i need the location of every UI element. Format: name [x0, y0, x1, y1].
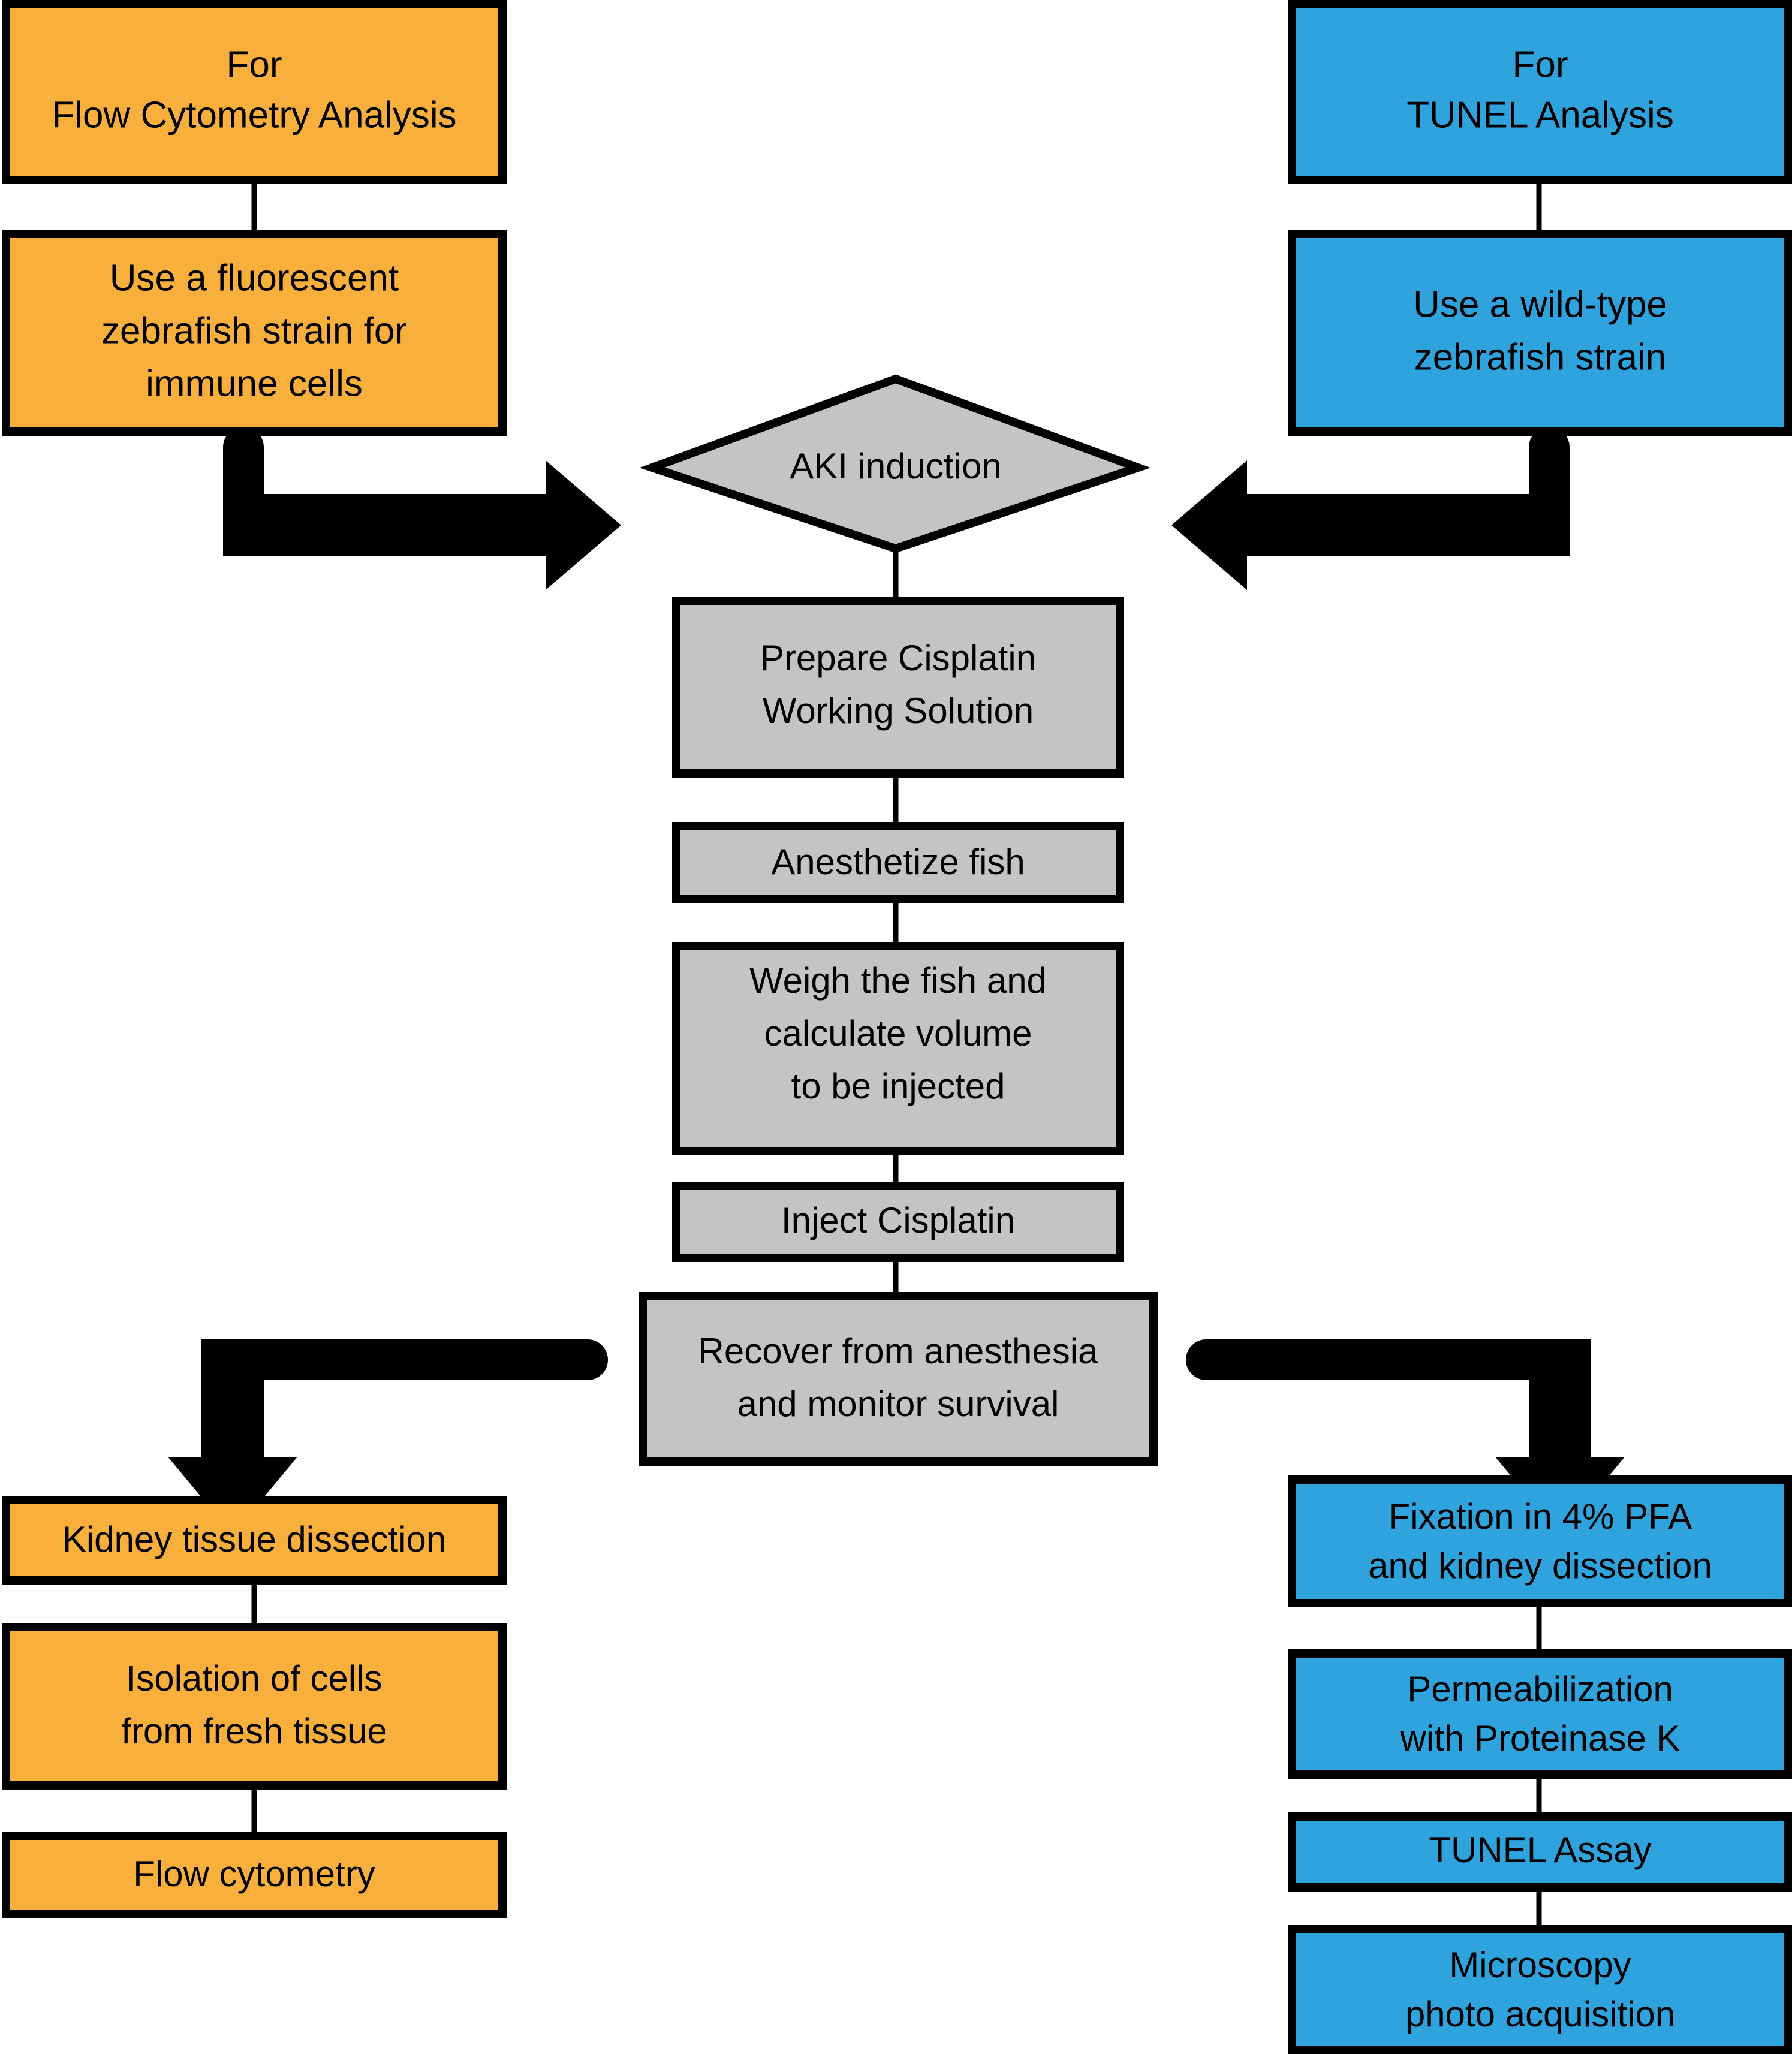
node-center-2-shape[interactable]: [672, 822, 1124, 903]
node-left-second-line-0: Use a fluorescent: [110, 257, 399, 299]
node-right-bottom-4-shape[interactable]: [1288, 1925, 1792, 2054]
arrow-to-flow-cytometry-branch: [168, 1339, 608, 1535]
node-center-4-line-0: Inject Cisplatin: [781, 1200, 1015, 1240]
node-left-second[interactable]: Use a fluorescent zebrafish strain for i…: [2, 230, 507, 436]
node-permeabilization[interactable]: Permeabilization with Proteinase K: [1288, 1649, 1792, 1779]
node-left-second-line-1: zebrafish strain for: [101, 310, 407, 351]
node-center-1-line-0: Prepare Cisplatin: [760, 638, 1036, 678]
node-center-5-line-1: and monitor survival: [737, 1384, 1059, 1424]
node-center-weigh-fish[interactable]: Weigh the fish and calculate volume to b…: [672, 942, 1124, 1155]
node-right-bottom-1-line-0: Fixation in 4% PFA: [1389, 1496, 1692, 1537]
node-microscopy-acquisition[interactable]: Microscopy photo acquisition: [1288, 1925, 1792, 2054]
node-left-bottom-1-shape[interactable]: [2, 1496, 507, 1585]
node-center-5-line-0: Recover from anesthesia: [698, 1331, 1099, 1371]
node-center-inject-cisplatin[interactable]: Inject Cisplatin: [672, 1182, 1124, 1262]
node-right-bottom-4-line-0: Microscopy: [1449, 1945, 1631, 1985]
node-left-bottom-3-line-0: Flow cytometry: [133, 1854, 375, 1894]
node-center-3-shape[interactable]: [672, 942, 1124, 1155]
node-right-second[interactable]: Use a wild-type zebrafish strain: [1288, 230, 1792, 436]
node-decision-shape[interactable]: [639, 374, 1151, 553]
node-center-anesthetize-fish[interactable]: Anesthetize fish: [672, 822, 1124, 903]
node-right-second-line-1: zebrafish strain: [1414, 336, 1666, 378]
node-center-1-line-1: Working Solution: [763, 691, 1034, 731]
node-decision-label: AKI induction: [790, 446, 1002, 486]
node-left-top-line-1: Flow Cytometry Analysis: [52, 94, 456, 135]
node-center-recover-monitor[interactable]: Recover from anesthesia and monitor surv…: [639, 1292, 1158, 1466]
node-left-bottom-2-shape[interactable]: [2, 1623, 507, 1790]
node-tunel-assay[interactable]: TUNEL Assay: [1288, 1812, 1792, 1892]
node-right-second-line-0: Use a wild-type: [1413, 284, 1667, 325]
node-center-1-shape[interactable]: [672, 597, 1124, 778]
node-left-bottom-2-line-0: Isolation of cells: [127, 1658, 383, 1698]
node-left-bottom-3-shape[interactable]: [2, 1832, 507, 1918]
node-left-top[interactable]: For Flow Cytometry Analysis: [2, 0, 507, 184]
node-left-top-line-0: For: [227, 44, 282, 85]
node-right-bottom-2-shape[interactable]: [1288, 1649, 1792, 1779]
node-right-top-line-1: TUNEL Analysis: [1407, 94, 1674, 135]
node-right-bottom-1-line-1: and kidney dissection: [1368, 1546, 1712, 1586]
node-right-bottom-2-line-0: Permeabilization: [1407, 1669, 1673, 1709]
arrow-to-tunel-branch: [1186, 1339, 1625, 1535]
node-decision-aki-induction[interactable]: AKI induction: [639, 374, 1151, 553]
node-center-3-line-0: Weigh the fish and: [749, 960, 1047, 1001]
node-right-top-shape[interactable]: [1288, 0, 1792, 184]
node-left-bottom-2-line-1: from fresh tissue: [121, 1711, 387, 1751]
arrow-left-branch-to-aki: [223, 427, 621, 590]
node-left-second-line-2: immune cells: [146, 363, 363, 404]
node-right-top-line-0: For: [1513, 44, 1568, 85]
thick-arrow-layer: [168, 427, 1625, 1535]
node-right-top[interactable]: For TUNEL Analysis: [1288, 0, 1792, 184]
node-center-5-shape[interactable]: [639, 1292, 1158, 1466]
node-left-bottom-1-line-0: Kidney tissue dissection: [62, 1519, 446, 1559]
node-left-second-shape[interactable]: [2, 230, 507, 436]
node-right-bottom-4-line-1: photo acquisition: [1405, 1994, 1675, 2034]
node-center-3-line-1: calculate volume: [764, 1013, 1032, 1053]
node-left-top-shape[interactable]: [2, 0, 507, 184]
node-fixation-pfa[interactable]: Fixation in 4% PFA and kidney dissection: [1288, 1475, 1792, 1607]
node-right-bottom-3-line-0: TUNEL Assay: [1429, 1830, 1651, 1870]
arrow-right-branch-to-aki: [1171, 427, 1570, 590]
node-kidney-tissue-dissection[interactable]: Kidney tissue dissection: [2, 1496, 507, 1585]
node-isolation-of-cells[interactable]: Isolation of cells from fresh tissue: [2, 1623, 507, 1790]
node-center-4-shape[interactable]: [672, 1182, 1124, 1262]
node-flow-cytometry[interactable]: Flow cytometry: [2, 1832, 507, 1918]
node-right-bottom-1-shape[interactable]: [1288, 1475, 1792, 1607]
node-center-2-line-0: Anesthetize fish: [771, 842, 1025, 882]
node-right-second-shape[interactable]: [1288, 230, 1792, 436]
node-center-prepare-solution[interactable]: Prepare Cisplatin Working Solution: [672, 597, 1124, 778]
node-right-bottom-3-shape[interactable]: [1288, 1812, 1792, 1892]
node-center-3-line-2: to be injected: [791, 1066, 1005, 1106]
node-right-bottom-2-line-1: with Proteinase K: [1400, 1718, 1680, 1758]
